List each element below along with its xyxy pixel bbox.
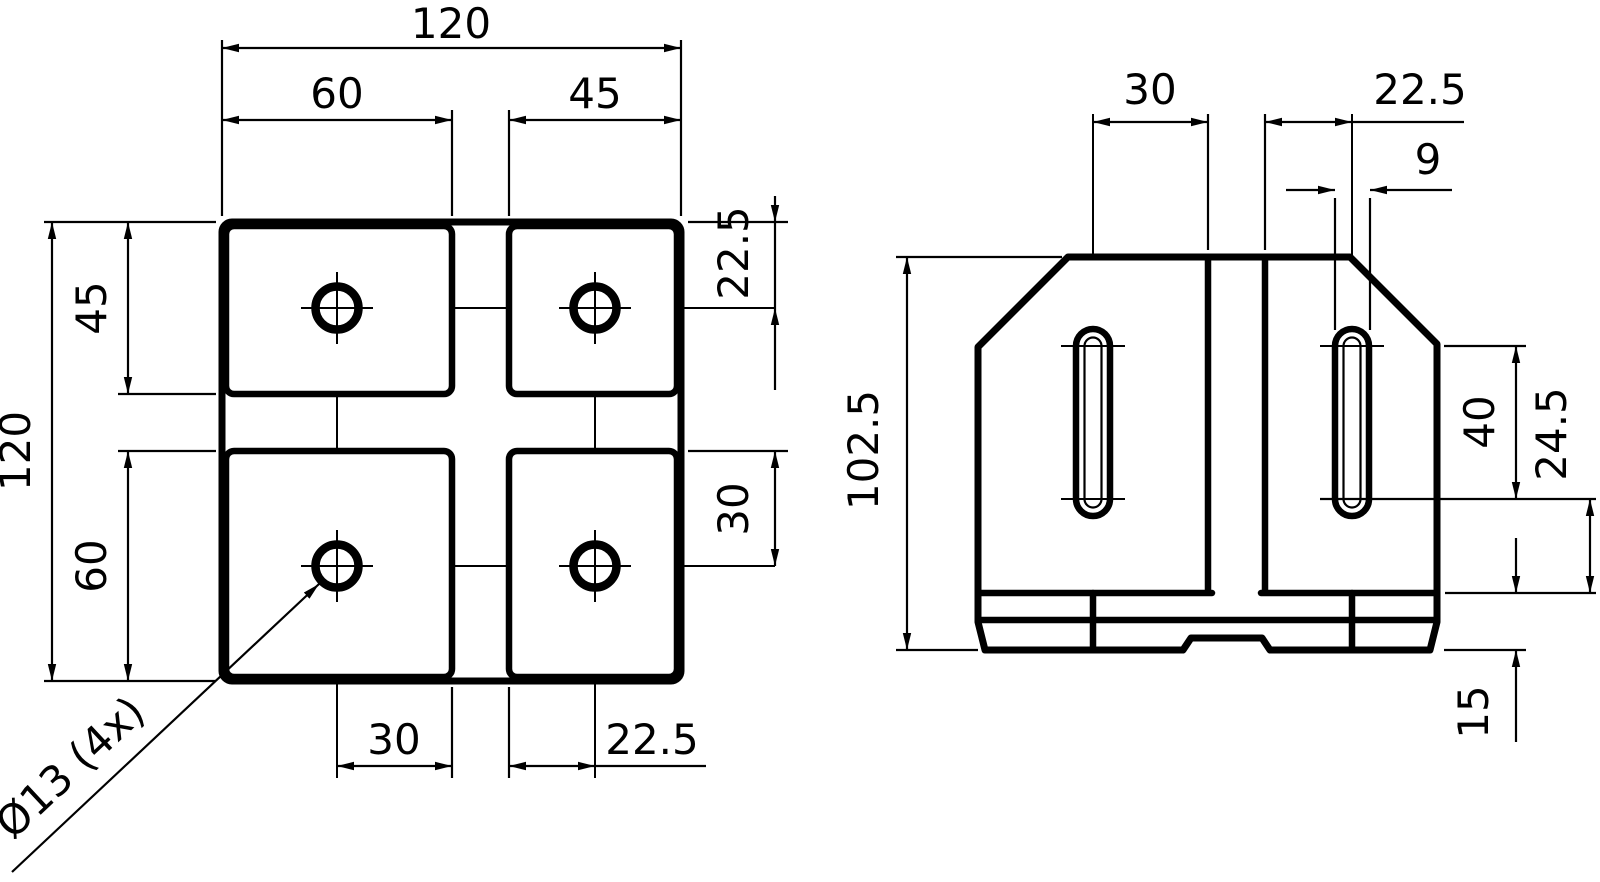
hole-bottom-left: [301, 530, 373, 602]
hole-top-right: [559, 272, 631, 344]
dim-front-right-bottom-offset: 30: [709, 482, 758, 535]
hole-bottom-right: [559, 530, 631, 602]
slot-left: [1061, 325, 1125, 520]
dim-front-bottom-left-offset: 30: [367, 715, 420, 764]
front-dimension-lines: [11, 43, 780, 873]
hole-callout-leader: [11, 583, 320, 873]
dim-front-left-bottom-span: 60: [67, 539, 116, 592]
dim-front-overall-width: 120: [411, 0, 491, 48]
dim-side-slot-length: 40: [1455, 395, 1504, 448]
hole-top-left: [301, 272, 373, 344]
dim-front-overall-height: 120: [0, 411, 40, 491]
dim-front-left-top-span: 45: [67, 281, 116, 334]
dim-front-top-right-span: 45: [568, 69, 621, 118]
dim-front-top-left-span: 60: [310, 69, 363, 118]
dim-side-base-height: 15: [1449, 685, 1498, 738]
dim-front-bottom-right-offset: 22.5: [605, 715, 699, 764]
dim-side-channel-to-slot-center: 22.5: [1373, 65, 1467, 114]
dim-side-slot-width: 9: [1415, 135, 1442, 184]
dim-side-overall-height: 102.5: [839, 390, 888, 510]
dim-front-right-top-offset: 22.5: [709, 206, 758, 300]
side-dimension-lines: [902, 117, 1595, 742]
side-view: 30 22.5 9 102.5 40 24.5 15: [839, 65, 1596, 742]
side-extension-lines: [896, 114, 1596, 652]
front-view: 120 60 45 120 45 60 22.5 30 30 22.5 Ø13 …: [0, 0, 788, 873]
dim-side-slot-to-shoulder: 24.5: [1527, 387, 1576, 481]
hole-callout-label: Ø13 (4x): [0, 687, 154, 848]
dim-side-slot-center-to-channel: 30: [1123, 65, 1176, 114]
